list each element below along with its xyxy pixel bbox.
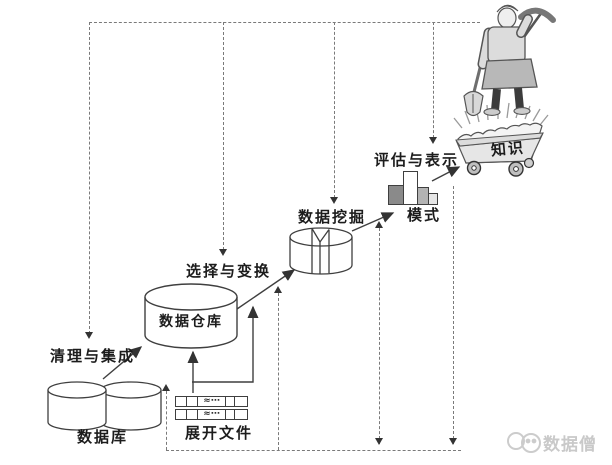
arrowhead-down-evaluation bbox=[429, 137, 437, 144]
pattern-bar bbox=[388, 185, 404, 205]
arrowhead-up-sources bbox=[162, 384, 170, 391]
watermark-text: 数据僧 bbox=[543, 435, 597, 455]
feedback-line-to-evaluation bbox=[433, 22, 434, 138]
feedback-line-top-horizontal bbox=[89, 22, 480, 23]
feedback-line-to-selection bbox=[223, 22, 224, 250]
pattern-bar bbox=[403, 171, 418, 205]
feedback-line-patterns bbox=[379, 228, 380, 444]
label-knowledge: 知识 bbox=[490, 138, 526, 160]
arrowhead-up-patterns bbox=[375, 221, 383, 228]
label-cleaning-integration: 清理与集成 bbox=[50, 347, 136, 365]
feedback-line-to-cleaning bbox=[89, 22, 90, 334]
feedback-line-to-warehouse-flow bbox=[278, 293, 279, 450]
feedback-line-knowledge bbox=[453, 186, 454, 444]
label-data-warehouse: 数据仓库 bbox=[159, 314, 223, 330]
flat-file-row: ≈⋯ bbox=[175, 396, 252, 407]
label-selection-transformation: 选择与变换 bbox=[186, 262, 272, 280]
arrowhead-down-selection bbox=[219, 249, 227, 256]
label-patterns: 模式 bbox=[407, 206, 442, 224]
watermark: 数据僧 bbox=[505, 430, 597, 455]
arrowhead-down-knowledge bbox=[449, 438, 457, 445]
flat-file-row: ≈⋯ bbox=[175, 409, 252, 420]
feedback-line-to-sources bbox=[166, 391, 167, 450]
patterns-bar-chart-icon bbox=[388, 170, 438, 205]
label-data-mining: 数据挖掘 bbox=[298, 208, 367, 226]
flat-file-glyph: ≈⋯ bbox=[196, 396, 227, 407]
feedback-line-to-mining bbox=[334, 22, 335, 198]
feedback-line-bottom-horizontal bbox=[166, 450, 461, 451]
arrowhead-down-patterns bbox=[375, 438, 383, 445]
data-mining-cylinder-icon bbox=[289, 227, 353, 275]
label-flat-files: 展开文件 bbox=[185, 424, 254, 442]
database-cylinders-icon bbox=[47, 381, 162, 431]
label-database: 数据库 bbox=[77, 428, 129, 446]
arrowhead-up-warehouse-flow bbox=[274, 286, 282, 293]
arrowhead-down-mining bbox=[330, 197, 338, 204]
arrowhead-down-cleaning bbox=[85, 332, 93, 339]
pattern-bar bbox=[428, 193, 438, 205]
flat-files-icon: ≈⋯ ≈⋯ bbox=[175, 396, 252, 422]
label-evaluation-presentation: 评估与表示 bbox=[374, 151, 460, 169]
flat-file-glyph: ≈⋯ bbox=[196, 409, 227, 420]
